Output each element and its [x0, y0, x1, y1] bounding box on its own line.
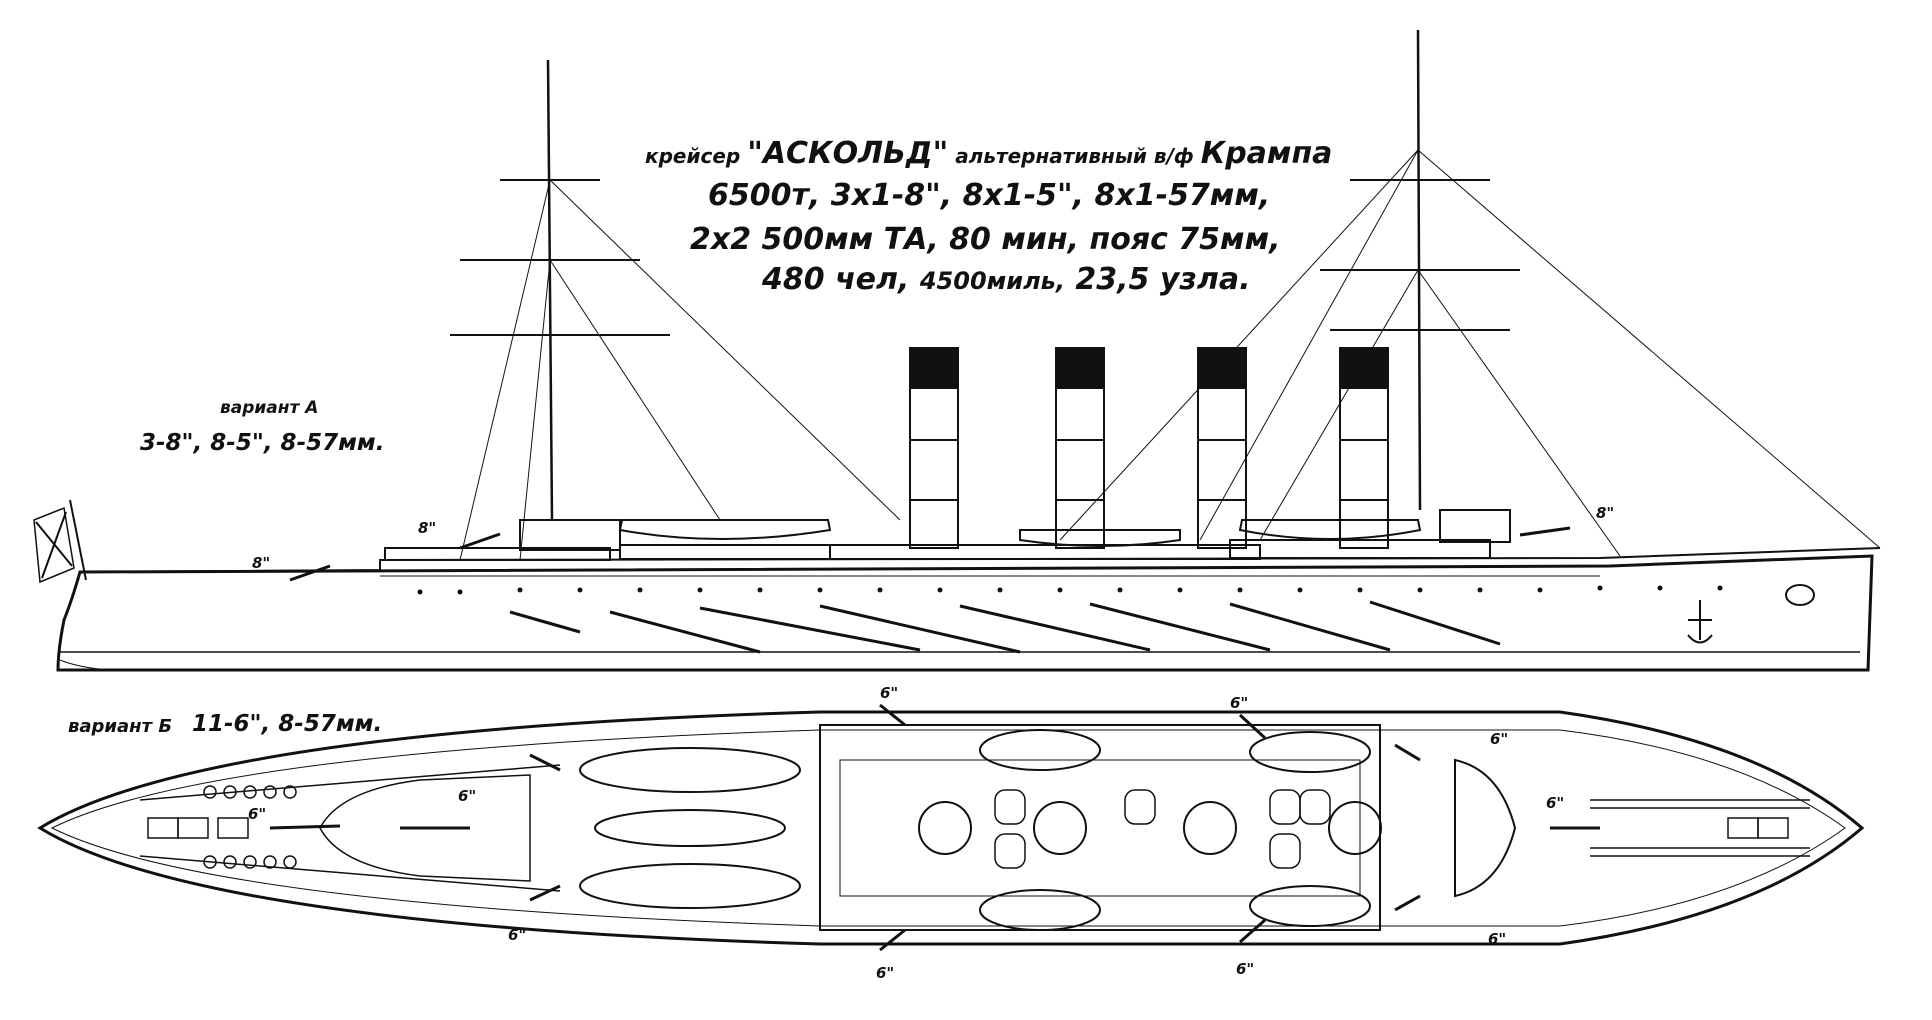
title-prefix: крейсер: [645, 144, 741, 168]
crew-count: 480 чел,: [762, 262, 910, 297]
side-boat-mid: [1019, 529, 1181, 547]
variant-b-armament: 11-6", 8-57мм.: [192, 711, 383, 737]
side-masts: [450, 29, 1520, 521]
side-profile: [33, 29, 1881, 672]
gun-label-6in: 6": [1490, 730, 1509, 748]
side-portholes: [417, 585, 1723, 595]
gun-label-6in: 6": [248, 805, 267, 823]
side-guns: [289, 526, 1571, 582]
gun-label-6in: 6": [458, 787, 477, 805]
gun-label-6in: 6": [880, 684, 899, 702]
gun-label-6in: 6": [1546, 794, 1565, 812]
spec-line-2: 2х2 500мм ТА, 80 мин, пояс 75мм,: [690, 222, 1281, 257]
side-boat-aft: [618, 519, 832, 540]
ship-name: "АСКОЛЬД": [747, 136, 949, 171]
plan-hull: [37, 710, 1865, 946]
anchor: [1687, 584, 1815, 644]
builder-name: Крампа: [1200, 136, 1333, 171]
plan-boat-1: [579, 747, 801, 793]
title-suffix: альтернативный в/ф: [955, 144, 1194, 168]
plan-boat-2: [579, 863, 801, 909]
stern-flag: [33, 499, 87, 584]
gun-label-8in: 8": [418, 519, 437, 537]
plan-guns: [269, 703, 1600, 952]
side-boat-fwd: [1238, 519, 1422, 540]
gun-label-8in: 8": [252, 554, 271, 572]
deck-plan: [37, 703, 1865, 952]
side-funnels: [909, 347, 1389, 549]
side-hull: [56, 554, 1874, 672]
gun-label-6in: 6": [1236, 960, 1255, 978]
spec-line-1: 6500т, 3х1-8", 8х1-5", 8х1-57мм,: [708, 178, 1271, 213]
spec-line-3: 480 чел, 4500миль, 23,5 узла.: [762, 262, 1250, 297]
gun-label-8in: 8": [1596, 504, 1615, 522]
gun-label-6in: 6": [1488, 930, 1507, 948]
plan-funnels: [918, 801, 1382, 855]
speed: 23,5 узла.: [1075, 262, 1251, 297]
side-rigging: [459, 149, 1881, 561]
variant-a-heading: вариант А: [220, 398, 319, 418]
gun-label-6in: 6": [508, 926, 527, 944]
variant-b-heading: вариант Б: [68, 716, 173, 737]
plan-boat-3: [594, 809, 786, 847]
range: 4500миль,: [919, 267, 1065, 295]
gun-label-6in: 6": [1230, 694, 1249, 712]
gun-label-6in: 6": [876, 964, 895, 982]
title-line: крейсер "АСКОЛЬД" альтернативный в/ф Кра…: [645, 136, 1332, 171]
variant-a-armament: 3-8", 8-5", 8-57мм.: [140, 430, 385, 456]
